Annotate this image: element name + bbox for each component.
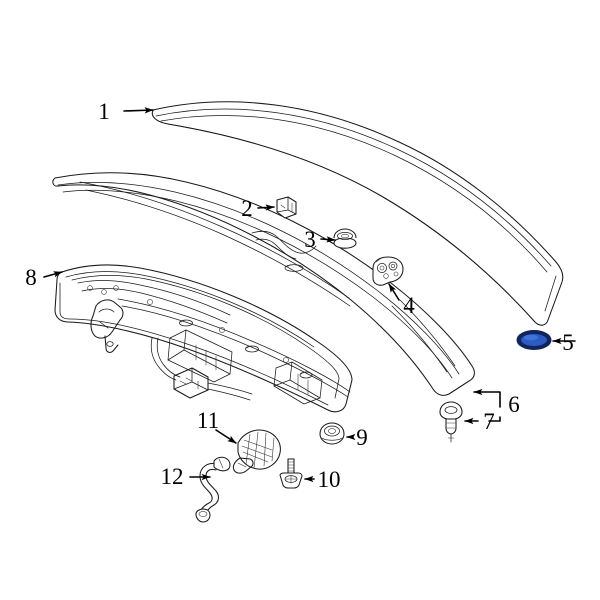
callout-number-4: 4: [403, 293, 415, 318]
part-12-washer-hose: [195, 456, 231, 523]
part-11-washer-spray-nozzle: [232, 429, 281, 474]
callout-number-9: 9: [356, 425, 368, 450]
callout-number-3: 3: [304, 227, 316, 252]
callout-number-2: 2: [241, 196, 253, 221]
part-2-spacer-bushing: [276, 196, 297, 219]
leader-1: [123, 107, 154, 114]
callout-labels: 1 2 3 4 5 6 7 8 9 10 11 12: [25, 99, 574, 492]
callout-number-8: 8: [25, 265, 37, 290]
callout-number-1: 1: [98, 99, 110, 124]
part-7-push-pin-fastener: [439, 401, 463, 443]
part-1-spoiler-upper-panel: [151, 101, 564, 326]
callout-number-10: 10: [318, 467, 341, 492]
part-3-grommet-nut: [333, 228, 357, 249]
callout-number-5: 5: [562, 330, 574, 355]
leader-11: [215, 429, 237, 444]
leader-2: [257, 204, 275, 211]
callout-number-6: 6: [508, 392, 520, 417]
leader-lines: [43, 107, 576, 483]
spoiler-middle-body: [52, 172, 475, 396]
callout-number-12: 12: [161, 464, 184, 489]
part-9-washer-nozzle-grommet: [319, 422, 345, 445]
leader-6-bracket-lower: [488, 416, 501, 422]
callout-number-11: 11: [197, 408, 219, 433]
leader-4: [388, 283, 400, 301]
part-8-spoiler-inner-trim-panel: [54, 264, 353, 413]
leader-6-bracket: [473, 388, 501, 408]
callout-number-7: 7: [483, 409, 495, 434]
leader-8: [43, 271, 63, 278]
leader-3: [320, 236, 336, 243]
part-4-retainer-clip: [372, 256, 404, 286]
part-5-spoiler-cap-plug: [516, 330, 552, 350]
part-10-mounting-screw: [279, 458, 303, 489]
